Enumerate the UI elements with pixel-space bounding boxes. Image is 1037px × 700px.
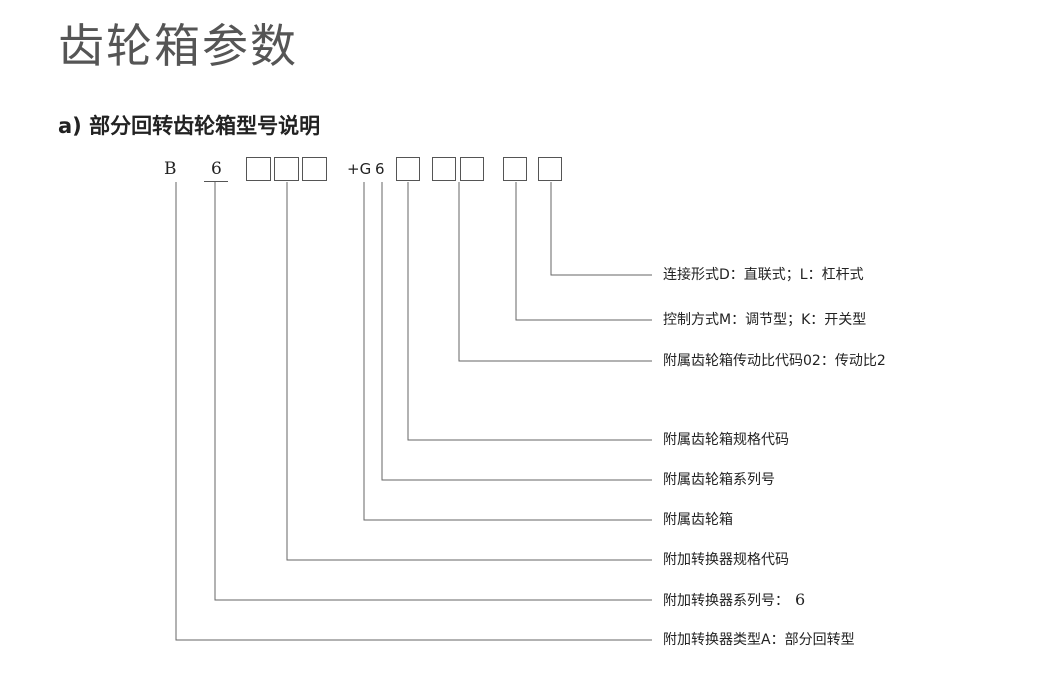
leader-converter-type	[175, 182, 652, 641]
leader-converter-series	[214, 182, 652, 601]
desc-connection-type: 连接形式D：直联式；L：杠杆式	[663, 267, 864, 283]
desc-converter-series: 附加转换器系列号： 6	[663, 590, 805, 611]
desc-converter-series-value: 6	[795, 590, 806, 609]
code-box-connection-type	[538, 157, 562, 181]
desc-control-mode: 控制方式M：调节型；K：开关型	[663, 312, 867, 328]
series-underline	[204, 181, 228, 182]
code-attach-series: 6	[375, 160, 385, 178]
code-box-converter-spec-2	[274, 157, 299, 181]
desc-converter-type: 附加转换器类型A：部分回转型	[663, 632, 855, 648]
code-box-converter-spec-3	[302, 157, 327, 181]
leader-gearbox-spec	[407, 182, 652, 441]
code-box-ratio-2	[460, 157, 484, 181]
leader-transmission-ratio	[458, 182, 652, 362]
leader-converter-spec	[286, 182, 652, 561]
leader-control-mode	[515, 182, 652, 321]
desc-transmission-ratio: 附属齿轮箱传动比代码02：传动比2	[663, 353, 886, 369]
desc-gearbox-spec: 附属齿轮箱规格代码	[663, 432, 789, 448]
leader-connection-type	[550, 182, 652, 276]
page-title: 齿轮箱参数	[58, 19, 298, 73]
code-box-converter-spec-1	[246, 157, 271, 181]
section-subtitle: a) 部分回转齿轮箱型号说明	[58, 114, 321, 138]
code-series-6: 6	[211, 159, 222, 179]
leader-gearbox-series	[381, 182, 652, 481]
code-box-ratio-1	[432, 157, 456, 181]
leader-gearbox	[363, 182, 652, 521]
desc-gearbox: 附属齿轮箱	[663, 512, 733, 528]
code-attach-marker: +G	[347, 160, 372, 178]
code-box-control-mode	[503, 157, 527, 181]
desc-gearbox-series: 附属齿轮箱系列号	[663, 472, 775, 488]
desc-converter-spec: 附加转换器规格代码	[663, 552, 789, 568]
desc-converter-series-label: 附加转换器系列号：	[663, 593, 789, 609]
code-box-gearbox-spec	[396, 157, 420, 181]
code-prefix-b: B	[164, 159, 177, 179]
